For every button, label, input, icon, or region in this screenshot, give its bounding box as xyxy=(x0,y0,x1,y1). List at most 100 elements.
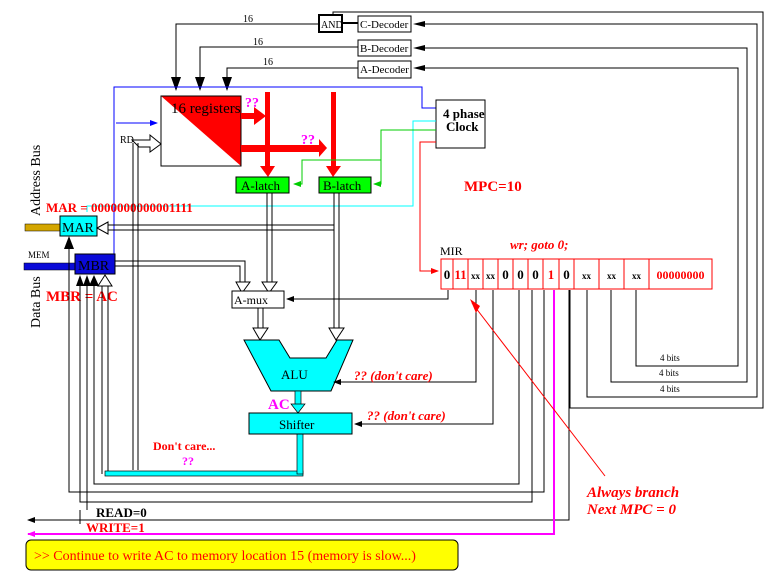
mir-field-value: xx xyxy=(486,271,496,281)
mbr-value: MBR = AC xyxy=(46,289,118,305)
b-latch-to-mar-arrow xyxy=(95,221,109,235)
write-value: WRITE=1 xyxy=(86,520,145,535)
mir-field-amux: 0 xyxy=(440,258,454,290)
svg-text:4 phase: 4 phase xyxy=(443,106,485,121)
b-latch-to-alu-arrow xyxy=(328,327,345,341)
read-line xyxy=(27,290,570,523)
mir-field-value: 00000000 xyxy=(657,268,705,282)
mir-field-value: 1 xyxy=(548,267,555,282)
svg-text:ALU: ALU xyxy=(281,367,308,382)
mir-field-value: xx xyxy=(632,271,642,281)
mar-register: MAR xyxy=(59,215,98,237)
mir-field-value: 0 xyxy=(502,267,509,282)
svg-text:A-mux: A-mux xyxy=(234,293,268,307)
a-output-unknown: ?? xyxy=(245,96,259,111)
mir-field-addr: 00000000 xyxy=(648,258,713,290)
b-output-unknown: ?? xyxy=(301,133,315,148)
c-bus-width-label: 16 xyxy=(243,14,253,25)
a-latch-to-amux-arrow xyxy=(261,281,278,294)
mir-field-mar: 0 xyxy=(512,258,529,290)
svg-text:B-Decoder: B-Decoder xyxy=(360,43,409,55)
branch-pointer-line xyxy=(471,302,606,477)
decoder-feedback-wires xyxy=(332,11,764,409)
mbr-to-amux-arrow xyxy=(235,281,251,294)
alu: ALU xyxy=(243,339,354,392)
mir-field-cond: 11 xyxy=(452,258,469,290)
svg-text:Clock: Clock xyxy=(446,119,479,134)
a-bus-width-label: 16 xyxy=(263,57,273,68)
mir-field-wr: 1 xyxy=(542,258,560,290)
alu-to-shifter xyxy=(290,390,306,414)
alu-dont-care: ?? (don't care) xyxy=(354,368,433,383)
four-phase-clock: 4 phase Clock xyxy=(435,99,486,149)
mir-field-b: xx xyxy=(598,258,625,290)
mir-field-value: 0 xyxy=(517,267,524,282)
c-bus-into-registers xyxy=(130,133,162,153)
register-select-arrows xyxy=(171,77,232,91)
alu-control-wire xyxy=(333,290,477,385)
clock-green-wires xyxy=(293,129,436,187)
b-decoder: B-Decoder xyxy=(357,39,412,57)
read-value: READ=0 xyxy=(96,505,147,520)
bus-unknown: ?? xyxy=(182,454,194,468)
mir-field-a: xx xyxy=(623,258,650,290)
mir-control-wires xyxy=(68,247,545,524)
address-bus-label: Address Bus xyxy=(29,145,44,216)
mir-field-value: xx xyxy=(471,271,481,281)
svg-text:A-Decoder: A-Decoder xyxy=(360,64,409,76)
clock-red-wire xyxy=(419,141,439,274)
decoder-input-arrows xyxy=(413,21,425,71)
mir-label: MIR xyxy=(440,244,463,258)
c-bus-to-mbr xyxy=(97,274,113,474)
micro-instruction: wr; goto 0; xyxy=(510,237,569,252)
svg-text:MBR: MBR xyxy=(78,259,110,274)
mir-field-enc: 0 xyxy=(558,258,575,290)
status-banner: >> Continue to write AC to memory locati… xyxy=(25,539,459,571)
register-outputs xyxy=(241,92,341,177)
mar-value: MAR = 0000000000001111 xyxy=(46,200,193,215)
and-gate: AND xyxy=(318,14,343,33)
shifter-dont-care: ?? (don't care) xyxy=(367,408,446,423)
register-file: 16 registers xyxy=(160,95,242,167)
ac-label: AC xyxy=(268,397,290,413)
decoder-to-register-wires xyxy=(175,23,358,80)
b-latch: B-latch xyxy=(318,176,372,194)
svg-text:C-Decoder: C-Decoder xyxy=(360,19,409,31)
branch-pointer-arrowhead xyxy=(470,299,480,313)
mem-label: MEM xyxy=(28,250,50,260)
mbr-register: MBR xyxy=(74,253,116,275)
c-bus-left-lines xyxy=(132,143,139,470)
branch-note-line1: Always branch xyxy=(586,485,679,501)
mir-field-value: 11 xyxy=(454,267,466,282)
clock-blue-wire xyxy=(113,86,436,255)
amux-control-wire xyxy=(286,290,449,302)
svg-text:A-latch: A-latch xyxy=(241,178,280,193)
data-bus-bar xyxy=(23,262,77,271)
branch-note-line2: Next MPC = 0 xyxy=(586,502,676,518)
mir-field-value: 0 xyxy=(444,267,451,282)
a-mux: A-mux xyxy=(231,290,285,309)
mir-field-rd: 0 xyxy=(527,258,544,290)
mpc-value: MPC=10 xyxy=(464,179,522,195)
four-bits-label-c: 4 bits xyxy=(660,384,680,394)
mir-field-value: xx xyxy=(582,271,592,281)
svg-text:>> Continue to write AC to mem: >> Continue to write AC to memory locati… xyxy=(34,549,416,564)
mir-field-sh: xx xyxy=(482,258,499,290)
a-decoder: A-Decoder xyxy=(357,60,412,79)
svg-text:MAR: MAR xyxy=(62,221,95,236)
svg-text:16 registers: 16 registers xyxy=(171,101,241,117)
four-bits-label-b: 4 bits xyxy=(659,368,679,378)
data-bus-label: Data Bus xyxy=(29,276,44,328)
address-bus-bar xyxy=(24,223,62,232)
mir-field-alu: xx xyxy=(467,258,484,290)
c-decoder: C-Decoder xyxy=(357,15,412,33)
rd-label: RD xyxy=(120,135,134,146)
mir-field-mbr: 0 xyxy=(497,258,514,290)
mir-field-value: 0 xyxy=(563,267,570,282)
shifter-control-wire xyxy=(354,290,494,427)
shifter: Shifter xyxy=(248,412,353,435)
mir-field-value: 0 xyxy=(532,267,539,282)
latch-output-buses xyxy=(108,193,340,332)
four-bits-label-a: 4 bits xyxy=(660,353,680,363)
